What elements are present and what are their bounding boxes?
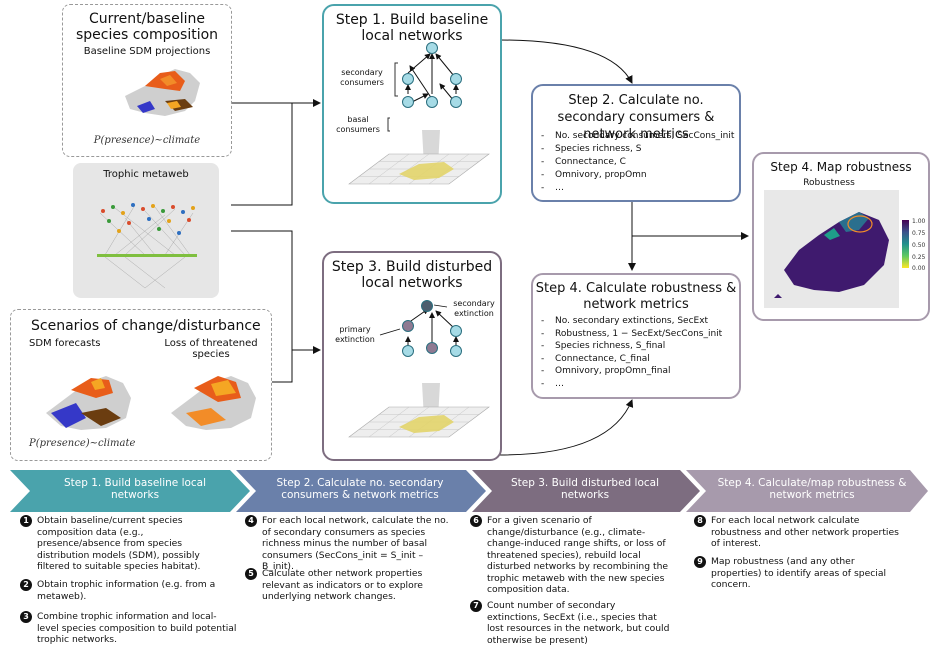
primary-extinction-label: primary extinction	[335, 325, 375, 344]
step2-box: Step 2. Calculate no. secondary consumer…	[531, 84, 741, 202]
secondary-extinction-label: secondary extinction	[453, 299, 495, 318]
metaweb-box: Trophic metaweb	[73, 163, 219, 298]
baseline-composition-box: Current/baseline species composition Bas…	[62, 4, 232, 157]
metric-item: Omnivory, propOmn_final	[541, 365, 737, 378]
banner-step4-label: Step 4. Calculate/map robustness & netwo…	[717, 477, 907, 501]
metric-item: Connectance, C_final	[541, 353, 737, 366]
step4-metric-list: No. secondary extinctions, SecExt Robust…	[541, 315, 737, 390]
scenarios-formula: P(presence)~climate	[29, 438, 136, 449]
item-text: Map robustness (and any other properties…	[711, 556, 887, 590]
step-number-badge: 3	[20, 611, 32, 623]
legend-tick: 0.25	[912, 254, 926, 261]
robustness-map-image	[764, 190, 899, 308]
basal-consumers-label: basal consumers	[336, 115, 380, 134]
baseline-network-diagram	[348, 42, 490, 185]
baseline-subtitle: Baseline SDM projections	[83, 46, 211, 57]
sdm-forecast-map-image	[46, 376, 131, 430]
legend-tick: 0.00	[912, 265, 926, 272]
step-number-badge: 6	[470, 515, 482, 527]
metric-item: No. secondary consumers, SecCons_init	[541, 130, 737, 143]
item-text: Combine trophic information and local-le…	[37, 611, 237, 645]
step2-metric-list: No. secondary consumers, SecCons_init Sp…	[541, 130, 737, 195]
disturbed-network-diagram	[348, 300, 490, 438]
metric-item: …	[541, 378, 737, 391]
step-number-badge: 7	[470, 600, 482, 612]
map-robustness-box: Step 4. Map robustness Robustness 1.00 0…	[752, 152, 930, 321]
step4-calc-title: Step 4. Calculate robustness & network m…	[535, 281, 737, 312]
baseline-title: Current/baseline species composition	[75, 11, 219, 43]
metaweb-title: Trophic metaweb	[103, 169, 189, 180]
step1-box: Step 1. Build baseline local networks se…	[322, 4, 502, 204]
scenarios-title: Scenarios of change/disturbance	[31, 318, 261, 334]
banner-step2-shape	[236, 470, 486, 512]
metric-item: Omnivory, propOmn	[541, 169, 737, 182]
step3-box: Step 3. Build disturbed local networks s…	[322, 251, 502, 461]
map-robustness-title: Step 4. Map robustness	[770, 160, 912, 174]
step1-title: Step 1. Build baseline local networks	[335, 12, 489, 44]
baseline-map-image	[125, 69, 200, 116]
item-text: Obtain trophic information (e.g. from a …	[37, 579, 216, 602]
sdm-forecasts-label: SDM forecasts	[29, 338, 101, 349]
item-text: Calculate other network properties relev…	[262, 568, 423, 602]
step-number-badge: 4	[245, 515, 257, 527]
threatened-loss-map-image	[171, 376, 256, 430]
metric-item: No. secondary extinctions, SecExt	[541, 315, 737, 328]
banner-step1-shape	[10, 470, 250, 512]
legend-tick: 1.00	[912, 218, 926, 225]
legend-tick: 0.50	[912, 242, 926, 249]
robustness-colorbar	[902, 220, 909, 268]
step-number-badge: 2	[20, 579, 32, 591]
map-title: Robustness	[803, 178, 855, 188]
legend-tick: 0.75	[912, 230, 926, 237]
item-text: For each local network, calculate the no…	[262, 515, 449, 572]
step-number-badge: 8	[694, 515, 706, 527]
step-number-badge: 1	[20, 515, 32, 527]
item-text: Count number of secondary extinctions, S…	[487, 600, 670, 646]
metric-item: Connectance, C	[541, 156, 737, 169]
metric-item: Robustness, 1 − SecExt/SecCons_init	[541, 328, 737, 341]
banner-step2-label: Step 2. Calculate no. secondary consumer…	[276, 477, 444, 501]
step-number-badge: 9	[694, 556, 706, 568]
baseline-formula: P(presence)~climate	[93, 135, 201, 146]
banner-step1-label: Step 1. Build baseline local networks	[63, 477, 207, 501]
banner-step3-shape	[472, 470, 700, 512]
metric-item: Species richness, S_final	[541, 340, 737, 353]
loss-threatened-label: Loss of threatened species	[164, 338, 258, 360]
banner-step3-label: Step 3. Build disturbed local networks	[510, 477, 660, 501]
item-text: Obtain baseline/current species composit…	[37, 515, 201, 572]
banner-step4-shape	[686, 470, 928, 512]
scenarios-box: Scenarios of change/disturbance SDM fore…	[10, 309, 272, 461]
secondary-consumers-label: secondary consumers	[340, 68, 384, 87]
item-text: For a given scenario of change/disturban…	[487, 515, 669, 595]
metric-item: …	[541, 182, 737, 195]
metric-item: Species richness, S	[541, 143, 737, 156]
step-banner	[10, 470, 928, 512]
step3-title: Step 3. Build disturbed local networks	[331, 259, 493, 291]
step-number-badge: 5	[245, 568, 257, 580]
step4-calc-box: Step 4. Calculate robustness & network m…	[531, 273, 741, 399]
metaweb-network-image	[97, 203, 197, 289]
item-text: For each local network calculate robustn…	[711, 515, 899, 549]
